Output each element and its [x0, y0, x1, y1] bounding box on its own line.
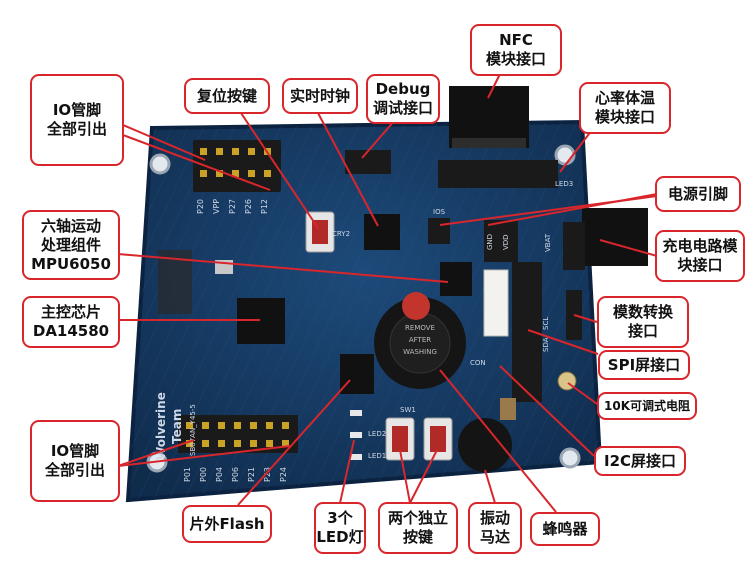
callout-keys-line-1: 两个独立	[387, 509, 448, 527]
callout-io-bottom-line-1: IO管脚	[50, 442, 100, 460]
callout-nfc-line-1: NFC	[499, 31, 533, 49]
io-header-top	[193, 140, 281, 192]
callout-buzzer-line-1: 蜂鸣器	[542, 519, 588, 538]
callout-io-top: IO管脚 全部引出	[30, 74, 124, 166]
rtc-chip	[364, 214, 400, 250]
callout-power-pins: 电源引脚	[655, 176, 741, 212]
callout-adc-line-1: 模数转换	[612, 303, 673, 321]
silk-bot-2: P04	[215, 467, 224, 482]
silk-top-4: P12	[260, 199, 269, 214]
silk-mark-7: SW1	[400, 406, 416, 414]
callout-debug-line-2: 调试接口	[372, 99, 433, 117]
callout-buzzer: 蜂鸣器	[530, 512, 600, 546]
callout-charge-module: 充电电路模 块接口	[655, 230, 745, 282]
silk-team-1: Wolverine	[154, 392, 168, 460]
callout-power-line-1: 电源引脚	[667, 184, 728, 203]
callout-mpu6050: 六轴运动 处理组件 MPU6050	[22, 210, 120, 280]
callout-keys: 两个独立 按键	[378, 502, 458, 554]
callout-mcu-line-1: 主控芯片	[40, 303, 101, 321]
callout-rtc-line-1: 实时时钟	[289, 86, 350, 105]
callout-charge-line-2: 块接口	[677, 256, 723, 274]
callout-spi-line-1: SPI屏接口	[607, 355, 681, 374]
callout-debug: Debug 调试接口	[366, 74, 440, 124]
callout-mpu-line-3: MPU6050	[31, 254, 111, 273]
silk-mark-5: SCL	[542, 317, 550, 330]
callout-nfc-line-2: 模块接口	[485, 50, 546, 68]
silk-mark-2: GND	[486, 234, 494, 250]
callout-leds: 3个 LED灯	[314, 502, 366, 554]
silk-bot-4: P21	[247, 467, 256, 482]
silk-version: SB07AN_Y45-5	[189, 404, 197, 456]
silk-bot-1: P00	[199, 467, 208, 482]
silk-bot-6: P24	[279, 467, 288, 482]
debug-header	[345, 150, 391, 174]
silk-bot-0: P01	[183, 467, 192, 482]
callout-potentiometer: 10K可调式电阻	[597, 392, 697, 420]
silk-mark-11: CON	[470, 359, 486, 367]
buzzer-mark-1: REMOVE	[405, 324, 435, 332]
callout-debug-line-1: Debug	[375, 80, 431, 98]
callout-flash: 片外Flash	[182, 505, 272, 543]
white-connector	[483, 269, 509, 337]
callout-motor: 振动 马达	[468, 502, 522, 554]
silk-mark-1: IOS	[433, 208, 446, 216]
callout-mpu-line-2: 处理组件	[40, 235, 101, 254]
callout-heart-line-2: 模块接口	[594, 108, 655, 126]
callout-led-line-1: 3个	[327, 509, 353, 527]
power-header	[484, 220, 518, 262]
callout-flash-line-1: 片外Flash	[189, 514, 265, 533]
silk-top-1: VPP	[212, 199, 221, 214]
callout-rtc: 实时时钟	[282, 78, 358, 114]
callout-io-bottom-line-2: 全部引出	[44, 461, 105, 479]
callout-io-top-line-2: 全部引出	[46, 120, 107, 138]
silk-top-2: P27	[228, 199, 237, 214]
callout-i2c: I2C屏接口	[594, 446, 686, 476]
silk-mark-3: VDD	[502, 234, 510, 250]
callout-motor-line-1: 振动	[479, 509, 510, 527]
leader-lines	[117, 73, 658, 513]
silk-team-2: Team	[170, 409, 184, 444]
silk-top-0: P20	[196, 199, 205, 214]
callout-adc-line-2: 接口	[627, 322, 658, 340]
buzzer-mark-3: WASHING	[403, 348, 437, 356]
callout-nfc: NFC 模块接口	[470, 24, 562, 76]
callout-motor-line-2: 马达	[479, 528, 510, 546]
callout-io-bottom: IO管脚 全部引出	[30, 420, 120, 502]
led-parts	[350, 410, 362, 460]
callout-keys-line-2: 按键	[402, 528, 433, 546]
callout-reset-key: 复位按键	[184, 78, 270, 114]
silk-bot-5: P23	[263, 467, 272, 482]
silk-mark-10: LED1	[368, 452, 386, 460]
callout-pot-line-1: 10K可调式电阻	[604, 398, 690, 413]
silk-mark-4: VBAT	[544, 233, 552, 252]
callout-heart-line-1: 心率体温	[594, 89, 655, 107]
silk-top-3: P26	[244, 199, 253, 214]
silk-mark-9: LED2	[368, 430, 386, 438]
mpu6050-chip	[440, 262, 472, 296]
callout-spi: SPI屏接口	[598, 350, 690, 380]
callout-led-line-2: LED灯	[316, 528, 364, 546]
silk-mark-8: LED3	[555, 180, 573, 188]
charge-connector	[582, 208, 648, 266]
spi-header	[512, 262, 542, 402]
silk-mark-0: CRY2	[332, 230, 350, 238]
flash-chip	[340, 354, 374, 394]
silk-mark-6: SDA	[542, 337, 550, 352]
callout-heart-temp: 心率体温 模块接口	[579, 82, 671, 134]
motor-part	[458, 418, 512, 472]
heart-header	[438, 160, 558, 188]
silk-bot-3: P06	[231, 467, 240, 482]
callout-mcu-line-2: DA14580	[32, 322, 110, 340]
callout-io-top-line-1: IO管脚	[52, 101, 102, 119]
buzzer-mark-2: AFTER	[409, 336, 431, 344]
callout-reset-line-1: 复位按键	[196, 86, 257, 105]
callout-i2c-line-1: I2C屏接口	[603, 451, 677, 470]
callout-adc: 模数转换 接口	[597, 296, 689, 348]
callout-charge-line-1: 充电电路模	[662, 237, 738, 255]
callout-mpu-line-1: 六轴运动	[40, 216, 101, 235]
callout-mcu: 主控芯片 DA14580	[22, 296, 120, 348]
